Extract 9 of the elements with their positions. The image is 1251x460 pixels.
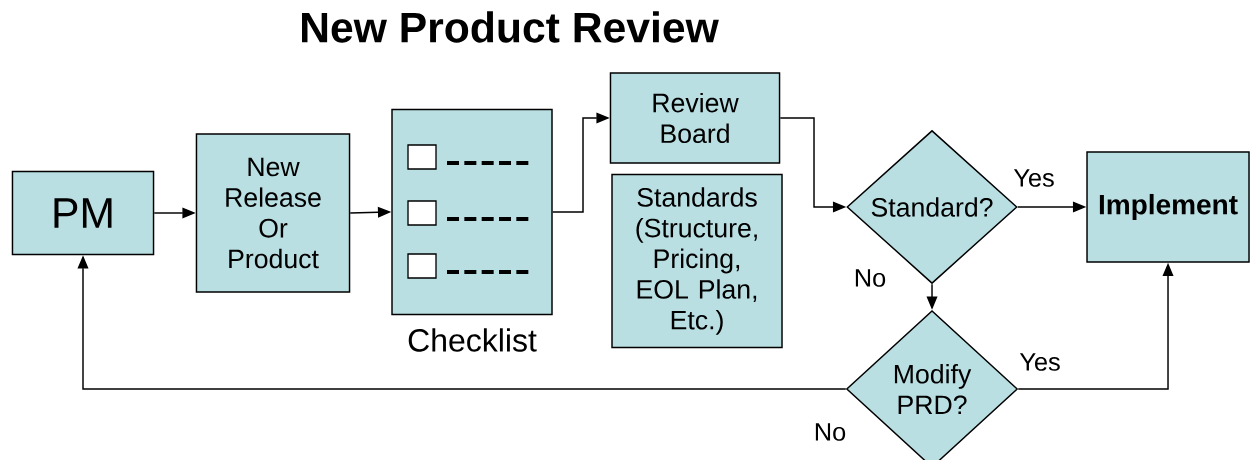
process-box: Implement — [1086, 151, 1250, 263]
process-box: PM — [11, 170, 155, 256]
edge-label: No — [812, 421, 848, 443]
checklist-box: Checklist — [391, 108, 553, 352]
edge-label: Yes — [1018, 351, 1062, 373]
process-box: Review Board — [609, 72, 781, 164]
title: New Product Review — [302, 11, 719, 43]
process-box: New Release Or Product — [195, 133, 351, 293]
note-box: Standards (Structure, Pricing, EOL Plan, Etc.) — [611, 173, 783, 349]
